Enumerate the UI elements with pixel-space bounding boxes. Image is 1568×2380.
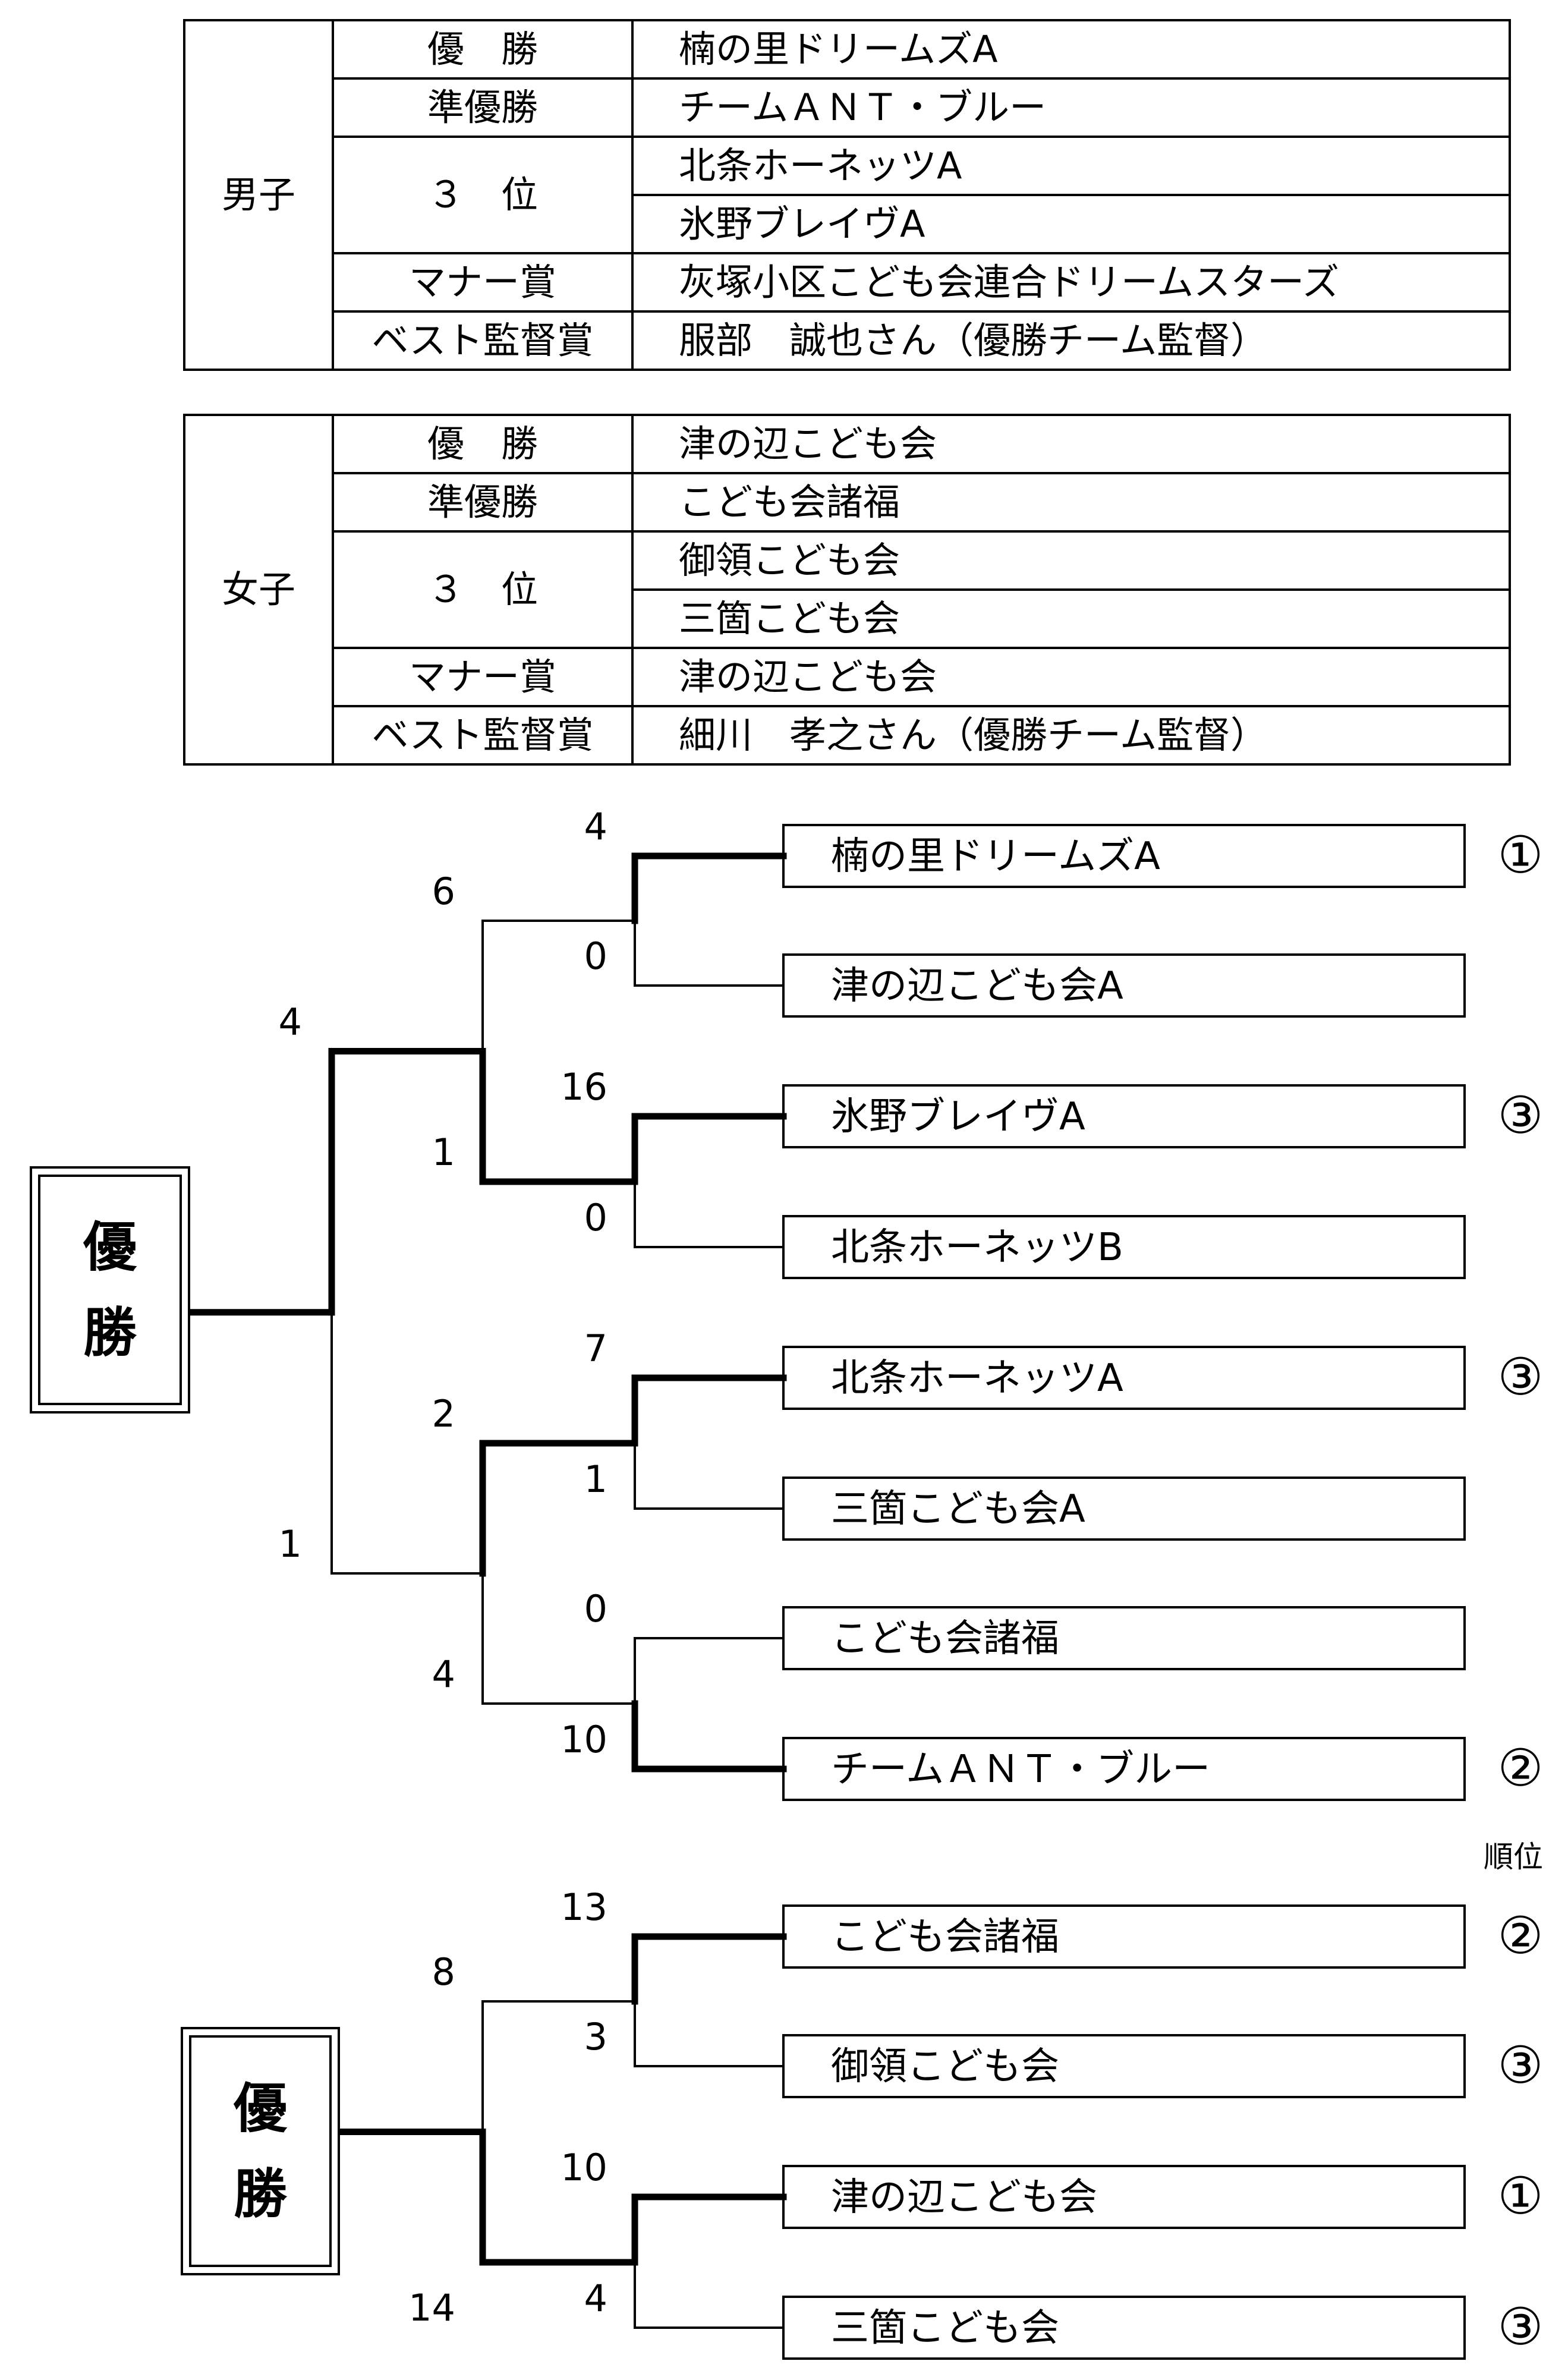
girls-champion-box: 優 勝 xyxy=(181,2027,340,2275)
score-label: 4 xyxy=(432,1652,455,1696)
rank-mark: ③ xyxy=(1497,1348,1543,1407)
score-label: 4 xyxy=(584,805,607,848)
award-cell: ベスト監督賞 xyxy=(332,310,634,371)
team-box xyxy=(782,1737,1466,1801)
champion-char: 優 xyxy=(234,2077,287,2140)
score-label: 8 xyxy=(432,1950,455,1994)
score-label: 1 xyxy=(279,1522,302,1566)
score-label: 1 xyxy=(432,1131,455,1174)
team-name: こども会諸福 xyxy=(831,1915,1059,1959)
team-name: 御領こども会 xyxy=(831,2045,1059,2089)
score-label: 10 xyxy=(561,2146,607,2189)
score-label: 4 xyxy=(279,1000,302,1044)
team-box xyxy=(782,953,1466,1018)
winner-cell: 灰塚小区こども会連合ドリームスターズ xyxy=(631,252,1511,313)
team-name: 北条ホーネッツB xyxy=(831,1226,1123,1270)
team-box xyxy=(782,1346,1466,1410)
team-name: 津の辺こども会A xyxy=(831,964,1123,1008)
score-label: 14 xyxy=(408,2286,455,2329)
team-name: 北条ホーネッツA xyxy=(831,1356,1123,1400)
team-name: 氷野ブレイヴA xyxy=(831,1095,1085,1139)
award-cell: 準優勝 xyxy=(332,472,634,533)
score-label: 1 xyxy=(584,1457,607,1501)
winner-cell: 服部 誠也さん（優勝チーム監督） xyxy=(631,310,1511,371)
winner-cell: 細川 孝之さん（優勝チーム監督） xyxy=(631,705,1511,766)
award-cell: マナー賞 xyxy=(332,252,634,313)
score-label: 16 xyxy=(561,1065,607,1109)
boys-champion-box: 優 勝 xyxy=(30,1166,190,1413)
team-name: 楠の里ドリームズA xyxy=(831,835,1160,879)
winner-cell: 楠の里ドリームズA xyxy=(631,19,1511,80)
winner-cell: 津の辺こども会 xyxy=(631,647,1511,707)
team-name: こども会諸福 xyxy=(831,1617,1059,1661)
rank-mark: ③ xyxy=(1497,1086,1543,1145)
score-label: 13 xyxy=(561,1885,607,1929)
winner-cell: 津の辺こども会 xyxy=(631,414,1511,474)
award-cell: マナー賞 xyxy=(332,647,634,707)
winner-cell: 北条ホーネッツA xyxy=(631,136,1511,196)
rank-mark: ② xyxy=(1497,1739,1543,1798)
rank-mark: ③ xyxy=(1497,2297,1543,2357)
winner-cell: こども会諸福 xyxy=(631,472,1511,533)
winner-cell: 御領こども会 xyxy=(631,530,1511,591)
award-cell: ３ 位 xyxy=(332,136,634,254)
team-box xyxy=(782,824,1466,888)
award-cell: 優 勝 xyxy=(332,414,634,474)
team-name: チームＡＮＴ・ブルー xyxy=(831,1748,1210,1792)
award-cell: ３ 位 xyxy=(332,530,634,649)
category-cell: 女子 xyxy=(183,414,334,766)
score-label: 0 xyxy=(584,1196,607,1239)
category-cell: 男子 xyxy=(183,19,334,371)
winner-cell: 氷野ブレイヴA xyxy=(631,194,1511,254)
team-box xyxy=(782,2296,1466,2360)
boys-award-table: 男子 優 勝 楠の里ドリームズA 準優勝 チームＡＮＴ・ブルー ３ 位 北条ホー… xyxy=(183,19,1511,371)
team-box xyxy=(782,1084,1466,1148)
rank-mark: ③ xyxy=(1497,2036,1543,2095)
score-label: 4 xyxy=(584,2277,607,2320)
award-cell: 準優勝 xyxy=(332,77,634,138)
girls-award-table: 女子 優 勝 津の辺こども会 準優勝 こども会諸福 ３ 位 御領こども会 三箇こ… xyxy=(183,414,1511,766)
champion-char: 勝 xyxy=(234,2162,287,2225)
score-label: 10 xyxy=(561,1718,607,1761)
rank-mark: ① xyxy=(1497,2167,1543,2226)
team-box xyxy=(782,1215,1466,1279)
score-label: 0 xyxy=(584,934,607,978)
team-box xyxy=(782,2165,1466,2229)
winner-cell: チームＡＮＴ・ブルー xyxy=(631,77,1511,138)
score-label: 0 xyxy=(584,1587,607,1630)
team-name: 三箇こども会 xyxy=(831,2306,1059,2350)
winner-cell: 三箇こども会 xyxy=(631,588,1511,649)
rank-mark: ② xyxy=(1497,1906,1543,1966)
rank-mark: ① xyxy=(1497,826,1543,885)
rank-column-label: 順位 xyxy=(1484,1840,1543,1874)
team-box xyxy=(782,1477,1466,1541)
award-cell: 優 勝 xyxy=(332,19,634,80)
award-cell: ベスト監督賞 xyxy=(332,705,634,766)
score-label: 6 xyxy=(432,870,455,913)
team-name: 津の辺こども会 xyxy=(831,2176,1097,2220)
score-label: 3 xyxy=(584,2015,607,2058)
champion-char: 勝 xyxy=(83,1301,137,1364)
champion-char: 優 xyxy=(83,1216,137,1279)
score-label: 2 xyxy=(432,1392,455,1435)
team-box xyxy=(782,2034,1466,2098)
team-name: 三箇こども会A xyxy=(831,1487,1085,1531)
team-box xyxy=(782,1904,1466,1969)
score-label: 7 xyxy=(584,1327,607,1370)
